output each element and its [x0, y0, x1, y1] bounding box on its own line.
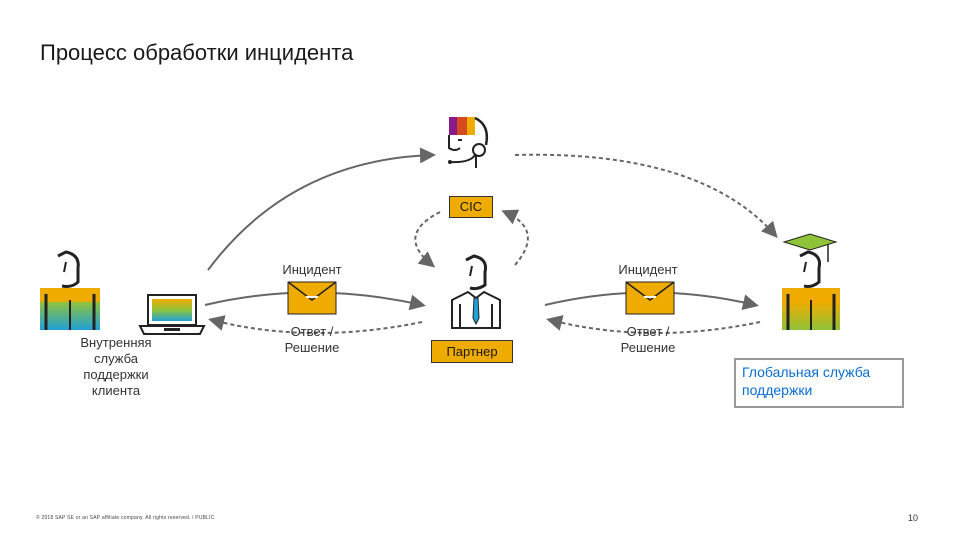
arrow-cic-to-partner: [414, 211, 441, 268]
right-answer-label: Ответ / Решение: [620, 324, 676, 355]
arrow-customer-to-cic: [207, 147, 436, 271]
partner-box: Партнер: [431, 340, 513, 363]
global-support-box: Глобальная служба поддержки: [734, 358, 904, 408]
arrow-global-to-partner: [546, 315, 761, 335]
left-incident-label: Инцидент: [282, 262, 342, 277]
cic-box: CIC: [449, 196, 493, 218]
arrow-cic-to-global: [514, 153, 778, 238]
right-incident-label: Инцидент: [618, 262, 678, 277]
page-number: 10: [908, 513, 919, 523]
left-answer-label: Ответ / Решение: [284, 324, 340, 355]
copyright-footer: © 2018 SAP SE or an SAP affiliate compan…: [36, 515, 215, 521]
internal-support-label: Внутренняя служба поддержки клиента: [80, 335, 152, 398]
page-title: Процесс обработки инцидента: [40, 40, 354, 65]
arrow-partner-to-cic: [501, 209, 529, 266]
